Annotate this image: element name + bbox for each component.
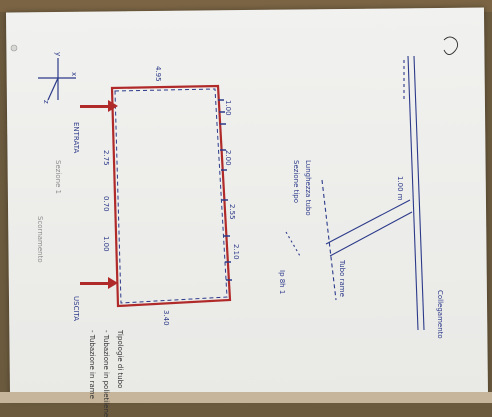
branch-pipe-wall-a xyxy=(325,199,411,245)
side-label-1: 1.00 xyxy=(224,100,232,116)
entrance-label: ENTRATA xyxy=(72,122,80,154)
background-floor xyxy=(0,392,492,403)
rectangle-blue-outline xyxy=(114,88,228,304)
side-label-6: 0.70 xyxy=(102,196,110,212)
axis-x-label: x xyxy=(70,72,78,77)
main-pipe-left-wall xyxy=(407,55,419,331)
axis-cross xyxy=(38,58,76,101)
main-rectangle xyxy=(110,84,232,308)
bottom-note-3: - Tubazione in rame xyxy=(88,330,96,399)
side-label-7: 1.00 xyxy=(102,236,110,252)
left-note: Sezione 1 xyxy=(54,160,62,195)
bottom-note-2: - Tubazione in polietilene xyxy=(102,330,110,417)
side-label-8: 3.40 xyxy=(162,310,170,326)
detail-label-3: Collegamento xyxy=(436,290,444,339)
center-label: Ip 8h 1 xyxy=(278,270,286,295)
top-right-scribble xyxy=(443,36,459,55)
exit-arrow-head xyxy=(108,277,118,289)
top-dimension-label: 4.95 xyxy=(154,66,162,82)
side-label-3: 2.55 xyxy=(228,204,236,220)
middle-label-1: Sezione tipo xyxy=(292,160,300,204)
branch-pipe-wall-b xyxy=(329,211,413,257)
binding-hole xyxy=(10,44,18,52)
axis-z-label: z xyxy=(42,100,50,104)
entrance-arrow-head xyxy=(108,100,118,112)
pipe-network xyxy=(285,55,425,331)
axis-y-label: y xyxy=(54,52,62,57)
exit-label: USCITA xyxy=(72,296,80,322)
top-right-sketch xyxy=(443,36,459,55)
vertical-title: Scornamento xyxy=(36,216,44,263)
detail-label-1: 1.00 m xyxy=(396,176,404,201)
detail-label-2: Tubo rame xyxy=(338,260,346,297)
rectangle-red-outline xyxy=(110,84,232,308)
flow-arrows xyxy=(80,100,118,289)
side-label-4: 2.10 xyxy=(232,244,240,260)
right-side-hatching xyxy=(218,99,232,281)
middle-label-2: Lunghezza tubo xyxy=(304,160,312,216)
side-label-5: 2.75 xyxy=(102,150,110,166)
entrance-arrow-shaft xyxy=(80,105,108,108)
exit-arrow-shaft xyxy=(80,282,108,285)
small-dashed-segment xyxy=(285,231,301,257)
sketch-drawing xyxy=(10,36,459,331)
main-pipe-right-wall xyxy=(413,55,425,331)
axis-diagonal xyxy=(47,77,59,101)
side-label-2: 2.00 xyxy=(224,150,232,166)
branch-axis-dashed xyxy=(321,179,337,301)
bottom-note-1: Tipologie di tubo xyxy=(116,330,124,389)
